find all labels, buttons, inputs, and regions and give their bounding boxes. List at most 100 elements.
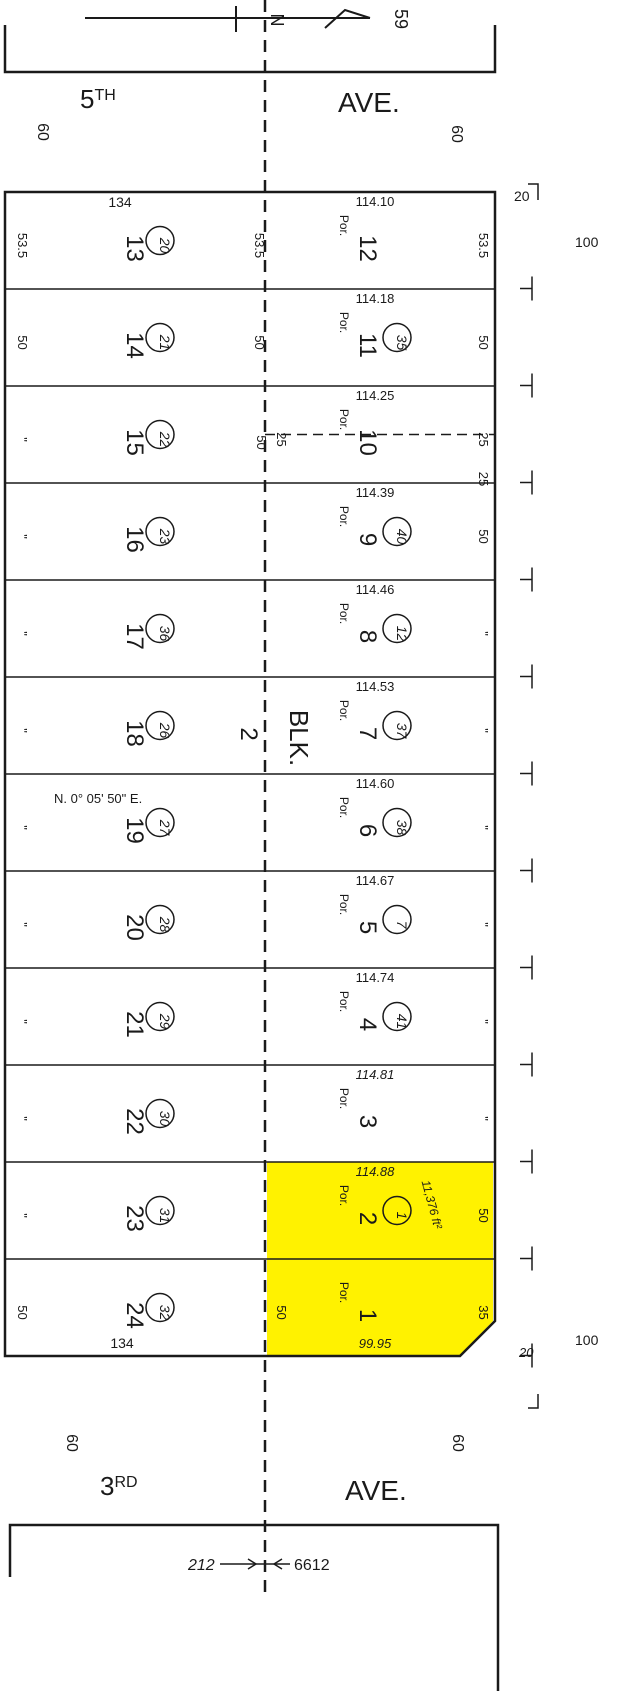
west-parcel-23-circle <box>145 1195 175 1226</box>
east-parcel-2-circle <box>382 1195 412 1226</box>
east-depth-6: 114.53 <box>356 679 395 694</box>
bottom-street-suffix: RD <box>114 1474 137 1491</box>
east-depth-9: 114.74 <box>356 970 395 985</box>
west-parcel-24-circle <box>145 1292 175 1323</box>
west-frontage-left-18: " <box>15 728 30 733</box>
west-lot-number-16: 16 <box>121 526 148 553</box>
east-depth-10: 114.81 <box>356 1067 395 1082</box>
east-frontage-right-7: " <box>476 728 491 733</box>
east-lot-number-11: 11 <box>354 333 381 358</box>
alley-length-bottom: 100 <box>575 1332 599 1348</box>
west-depth-bottom: 134 <box>110 1335 134 1351</box>
west-parcel-24: 32 <box>157 1305 173 1321</box>
west-parcel-18: 26 <box>157 722 173 739</box>
east-portion-label-5: Por. <box>337 894 351 915</box>
west-frontage-right-14: 50 <box>252 335 267 349</box>
east-lot-number-3: 3 <box>354 1115 381 1128</box>
east-parcel-8: 12 <box>394 626 410 642</box>
east-split-note-10: 50 <box>254 435 269 449</box>
west-parcel-23: 31 <box>157 1208 173 1224</box>
west-frontage-right-13: 53.5 <box>252 233 267 258</box>
east-frontage-left-1: 50 <box>274 1305 289 1319</box>
west-parcel-22: 30 <box>157 1111 173 1127</box>
bottom-street-line <box>8 1523 500 1691</box>
west-parcel-14: 21 <box>157 334 173 351</box>
alley-labels: 20 100 20 100 <box>514 188 599 1360</box>
west-parcel-16: 23 <box>157 528 173 545</box>
east-depth-5: 114.46 <box>356 582 395 597</box>
block-word: BLK. <box>284 710 314 766</box>
east-portion-label-11: Por. <box>337 312 351 333</box>
east-frontage-right-12: 53.5 <box>476 233 491 258</box>
adjoining-map-reference: 212 6612 <box>187 1557 330 1574</box>
west-lot-number-15: 15 <box>121 429 148 456</box>
bottom-street-word: AVE. <box>345 1475 407 1506</box>
west-parcel-15: 22 <box>157 431 173 448</box>
east-portion-label-6: Por. <box>337 797 351 818</box>
west-lot-number-22: 22 <box>121 1108 148 1135</box>
west-parcel-13: 20 <box>157 237 173 254</box>
east-frontage-right-6: " <box>476 825 491 830</box>
east-portion-label-12: Por. <box>337 215 351 236</box>
east-frontage-right-8: " <box>476 631 491 636</box>
east-depth-1: 114.10 <box>356 194 395 209</box>
west-parcel-13-circle <box>145 225 175 256</box>
west-parcel-19-circle <box>145 807 175 838</box>
west-frontage-left-23: " <box>15 1213 30 1218</box>
west-parcel-21-circle <box>145 1001 175 1032</box>
top-street-word: AVE. <box>338 87 400 118</box>
west-parcel-19: 27 <box>157 819 173 837</box>
east-depth-2: 114.18 <box>356 291 395 306</box>
top-street-line <box>3 25 497 74</box>
west-frontage-left-22: " <box>15 1116 30 1121</box>
west-frontage-left-13: 53.5 <box>15 233 30 258</box>
east-parcel-5-circle <box>382 904 412 935</box>
east-frontage-right-2: 50 <box>476 1208 491 1222</box>
east-frontage-left-10: 25 <box>274 432 289 446</box>
bearing-label: N. 0° 05' 50" E. <box>54 791 142 806</box>
top-street-label: 5TH AVE. 60 60 <box>34 84 465 143</box>
alley-ticks <box>520 183 539 1409</box>
alley-width-bottom: 20 <box>518 1345 534 1360</box>
east-parcel-7-circle <box>382 710 412 741</box>
east-frontage-right-1: 35 <box>476 1305 491 1319</box>
east-frontage-right-3: " <box>476 1116 491 1121</box>
east-portion-label-7: Por. <box>337 700 351 721</box>
west-lot-number-20: 20 <box>121 914 148 941</box>
adjoining-right: 6612 <box>294 1557 330 1574</box>
east-frontage-right-5: " <box>476 922 491 927</box>
alley-corner-bottom <box>528 1394 539 1409</box>
east-depth-8: 114.67 <box>356 873 395 888</box>
east-parcel-2: 1 <box>394 1212 410 1220</box>
west-frontage-left-19: " <box>15 825 30 830</box>
east-portion-label-1: Por. <box>337 1282 351 1303</box>
east-lot-number-8: 8 <box>354 630 381 643</box>
west-frontage-left-17: " <box>15 631 30 636</box>
east-depth-4: 114.39 <box>356 485 395 500</box>
block-number: 2 <box>235 727 262 740</box>
top-street-suffix: TH <box>94 87 115 104</box>
adjoining-left: 212 <box>187 1557 215 1574</box>
top-street-width-right: 60 <box>448 125 465 143</box>
west-lot-number-18: 18 <box>121 720 148 747</box>
alley-corner-top <box>528 183 539 200</box>
east-portion-label-8: Por. <box>337 603 351 624</box>
west-frontage-left-21: " <box>15 1019 30 1024</box>
east-frontage-right-4: " <box>476 1019 491 1024</box>
east-frontage-right-11: 50 <box>476 335 491 349</box>
east-parcel-4: 41 <box>394 1014 410 1030</box>
east-portion-label-3: Por. <box>337 1088 351 1109</box>
bottom-street-label: 60 60 3RD AVE. <box>63 1434 466 1506</box>
west-parcel-22-circle <box>145 1098 175 1129</box>
east-frontage-right-10: 25 <box>476 432 491 446</box>
east-parcel-4-circle <box>382 1001 412 1032</box>
west-frontage-left-16: " <box>15 534 30 539</box>
east-portion-label-9: Por. <box>337 506 351 527</box>
west-lot-number-13: 13 <box>121 235 148 262</box>
west-frontage-left-24: 50 <box>15 1305 30 1319</box>
east-frontage-right-2-10: 25 <box>476 472 491 486</box>
east-lot-number-12: 12 <box>354 235 381 262</box>
east-parcel-5: 7 <box>394 921 410 930</box>
west-parcel-16-circle <box>145 516 175 547</box>
